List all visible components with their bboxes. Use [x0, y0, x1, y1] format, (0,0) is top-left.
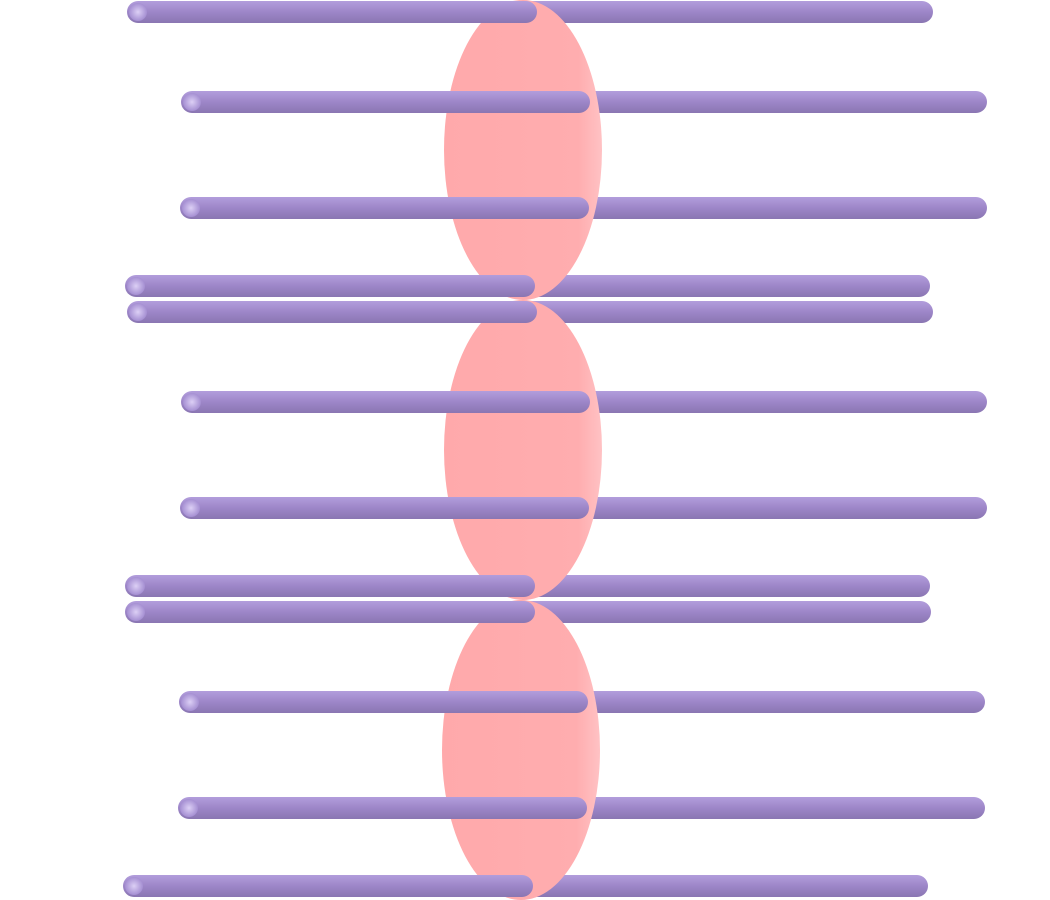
unit-2-rod-1-cap	[129, 303, 147, 321]
unit-1-rod-2-front	[181, 91, 590, 113]
unit-2-rod-3-back	[480, 497, 987, 519]
unit-1-rod-4-front	[125, 275, 535, 297]
unit-2-rod-2-front	[181, 391, 590, 413]
unit-3-ellipse	[442, 600, 600, 900]
unit-3-rod-3-back	[478, 797, 985, 819]
unit-1-rod-3-front	[180, 197, 589, 219]
unit-1-rod-1-front	[127, 1, 537, 23]
unit-2-rod-4-front	[125, 575, 535, 597]
unit-1-rod-3-cap	[182, 199, 200, 217]
unit-3-rod-4-front	[123, 875, 533, 897]
unit-3-rod-3-front	[178, 797, 587, 819]
unit-2-rod-3-front	[180, 497, 589, 519]
unit-1-ellipse	[444, 0, 602, 300]
ellipses-layer	[442, 0, 602, 900]
unit-3-rod-2-cap	[181, 693, 199, 711]
unit-1-rod-1-cap	[129, 3, 147, 21]
unit-3-rod-1-front	[125, 601, 535, 623]
unit-2-rod-1-front	[127, 301, 537, 323]
unit-2-rod-4-cap	[127, 577, 145, 595]
unit-2-rod-2-back	[481, 391, 987, 413]
unit-2-ellipse	[444, 300, 602, 600]
unit-2-rod-2-cap	[183, 393, 201, 411]
unit-2-rod-3-cap	[182, 499, 200, 517]
unit-1-rod-4-cap	[127, 277, 145, 295]
unit-3-rod-1-cap	[127, 603, 145, 621]
unit-3-rod-4-cap	[125, 877, 143, 895]
unit-1-rod-2-back	[481, 91, 987, 113]
back-rods-layer	[423, 1, 987, 897]
front-rods-layer	[123, 1, 590, 897]
unit-3-rod-3-cap	[180, 799, 198, 817]
unit-1-rod-2-cap	[183, 93, 201, 111]
unit-1-rod-3-back	[480, 197, 987, 219]
unit-3-rod-2-back	[479, 691, 985, 713]
unit-3-rod-2-front	[179, 691, 588, 713]
